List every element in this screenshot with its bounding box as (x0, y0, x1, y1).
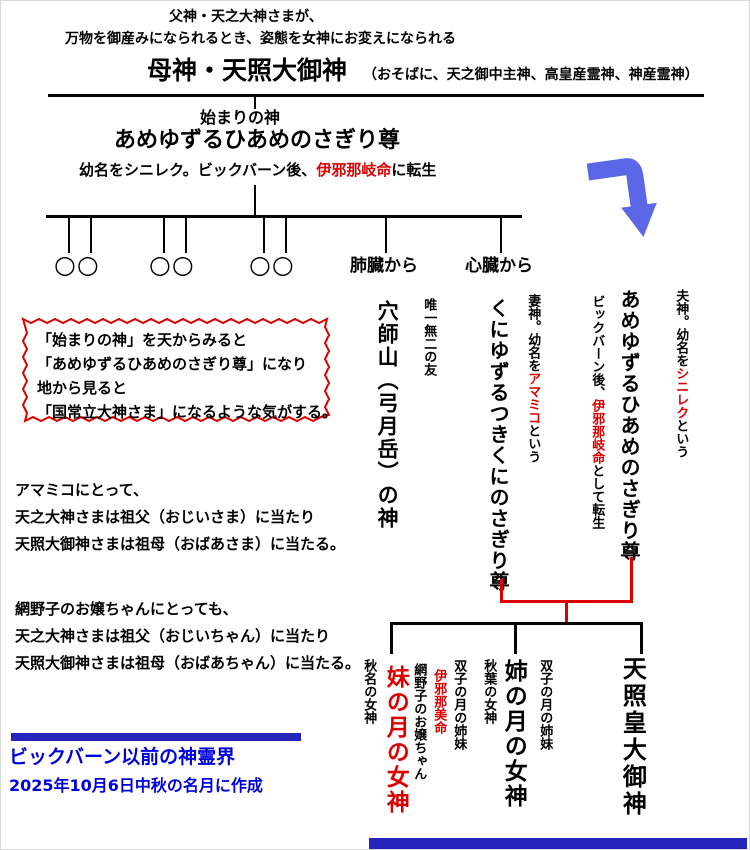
amamiko-note-line: 天之大神さまは祖父（おじいさま）に当たり (15, 508, 316, 526)
aminoko-note-line: 天照大御神さまは祖母（おばあちゃん）に当たる。 (15, 654, 361, 672)
younger-moon-goddess-name: 妹の月の女神 (382, 665, 409, 815)
prophecy-box: 「始まりの神」を天からみると 「あめゆずるひあめのさぎり尊」になり 地から見ると… (21, 317, 337, 423)
elder-moon-goddess-name: 姉の月の女神 (500, 659, 527, 809)
lung-label: 肺臓から (350, 256, 418, 276)
children-drop-line (514, 622, 517, 654)
tree-drop-line (68, 217, 70, 253)
friend-name: 穴師山（弓月岳）の神 (375, 300, 400, 530)
footer-bottom-bar (369, 838, 747, 849)
tree-horizontal-line (46, 215, 522, 218)
heart-label: 心臓から (465, 256, 533, 276)
origin-label: 始まりの神 (200, 108, 281, 127)
prophecy-line: 地から見ると (37, 379, 128, 397)
header-line1: 父神・天之大神さまが、 (169, 9, 323, 25)
prophecy-line: 「あめゆずるひあめのさぎり尊」になり (37, 355, 308, 373)
connector-line (254, 96, 256, 109)
tree-drop-line (163, 217, 165, 253)
tree-drop-line (285, 217, 287, 253)
husband-note-pre: 夫神。幼名を (673, 289, 689, 367)
husband-note-post: という (673, 419, 689, 458)
aminoko-note-line: 天之大神さまは祖父（おじいちゃん）に当たり (15, 627, 331, 645)
amamiko-note-line: 天照大御神さまは祖母（おばあさま）に当たる。 (15, 535, 346, 553)
footer-top-bar (11, 733, 301, 741)
tree-drop-line (500, 217, 502, 253)
footer-title: ビックバーン以前の神霊界 (9, 746, 236, 768)
origin-subtitle-pre: 幼名をシニレク。ビックバーン後、 (79, 161, 317, 179)
husband-rebirth-note: ビックバーン後、伊邪那岐命として転生 (589, 295, 605, 529)
aminoko-note-line: 網野子のお嬢ちゃんにとっても、 (15, 600, 238, 618)
tree-drop-line (185, 217, 187, 253)
amamiko-note-line: アマミコにとって、 (15, 481, 149, 499)
footer-date: 2025年10月6日中秋の名月に作成 (9, 776, 263, 795)
tree-drop-line (385, 217, 387, 253)
elder-moon-note-twins: 双子の月の姉妹 (537, 659, 553, 750)
unknown-children-pair: ○○ (249, 250, 295, 279)
header-line2: 万物を御産みになられるとき、姿態を女神にお変えになられる (65, 31, 457, 47)
origin-subtitle: 幼名をシニレク。ビックバーン後、伊邪那岐命に転生 (79, 161, 437, 179)
wife-note-pre: 妻神。幼名を (525, 294, 541, 372)
wife-note-post: という (525, 424, 541, 463)
friend-note: 唯一無二の友 (421, 298, 437, 376)
husband-note: 夫神。幼名をシニレクという (673, 289, 689, 458)
blue-down-arrow-icon (586, 158, 657, 237)
marriage-drop-line (565, 600, 568, 625)
prophecy-line: 「始まりの神」を天からみると (37, 331, 248, 349)
husband-rebirth-pre: ビックバーン後、 (589, 295, 605, 399)
husband-name: あめゆずるひあめのさぎり尊 (617, 289, 641, 562)
husband-rebirth-red: 伊邪那岐命 (589, 399, 605, 464)
wife-name: くにゆずるつきくにのさぎり尊 (486, 298, 510, 592)
origin-subtitle-post: に転生 (391, 161, 437, 179)
unknown-children-pair: ○○ (149, 250, 195, 279)
title-underline (48, 94, 704, 97)
unknown-children-pair: ○○ (54, 250, 100, 279)
children-drop-line (390, 622, 393, 654)
husband-note-red: シニレク (673, 367, 689, 419)
elder-moon-note-akiha: 秋葉の女神 (481, 659, 497, 724)
husband-rebirth-post: として転生 (589, 464, 605, 529)
marriage-line-husband (630, 557, 633, 603)
marriage-line-wife (500, 579, 503, 603)
children-drop-line (640, 622, 643, 654)
tree-drop-line (263, 217, 265, 253)
prophecy-line: 「国常立大神さま」になるような気がする。 (37, 403, 338, 421)
page-title-note: （おそばに、天之御中主神、高皇産霊神、神産霊神） (363, 67, 699, 83)
amaterasu-child-name: 天照皇大御神 (618, 656, 647, 818)
tree-trunk-line (254, 185, 256, 217)
younger-moon-note-aminoko: 網野子のお嬢ちゃん (411, 663, 427, 780)
page-title: 母神・天照大御神 (147, 56, 348, 85)
younger-moon-note-akina: 秋名の女神 (361, 659, 377, 724)
wife-note: 妻神。幼名をアマミコという (525, 294, 541, 463)
origin-subtitle-red: 伊邪那岐命 (316, 161, 392, 179)
younger-moon-note-twins: 双子の月の姉妹 (451, 659, 467, 750)
origin-name: あめゆずるひあめのさぎり尊 (114, 128, 401, 153)
younger-moon-note-izanami: 伊邪那美命 (431, 669, 447, 734)
zigzag-border (21, 317, 331, 423)
tree-drop-line (90, 217, 92, 253)
wife-note-red: アマミコ (525, 372, 541, 424)
